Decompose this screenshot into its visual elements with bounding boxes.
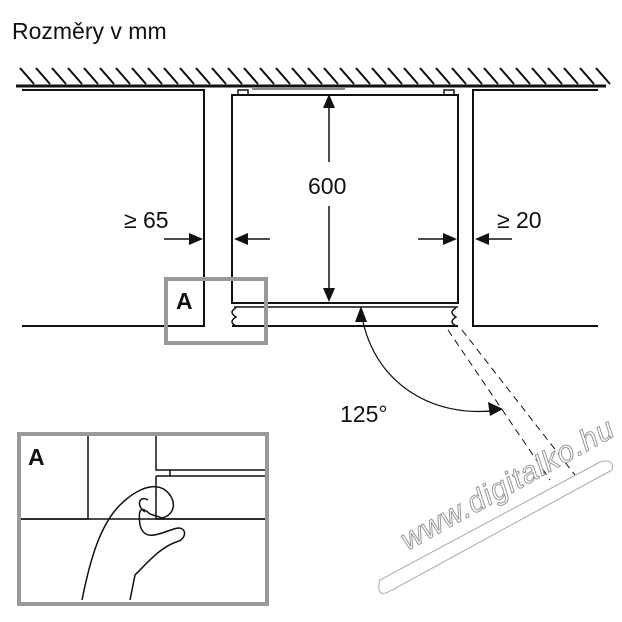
left-cabinet (22, 89, 205, 327)
door-angle-label: 125° (340, 401, 388, 427)
open-door-outline (447, 329, 576, 481)
right-cabinet (472, 89, 598, 327)
right-clearance-label: ≥ 20 (497, 207, 542, 233)
page-title: Rozměry v mm (12, 18, 167, 44)
detail-marker-box (164, 277, 268, 345)
wall-hatch (19, 67, 611, 85)
appliance-body (231, 94, 459, 304)
swing-arc (360, 309, 501, 412)
left-clearance-label: ≥ 65 (124, 207, 169, 233)
detail-inset-label: A (28, 444, 45, 470)
height-dimension-label: 600 (308, 173, 347, 199)
detail-marker-label: A (176, 288, 193, 314)
